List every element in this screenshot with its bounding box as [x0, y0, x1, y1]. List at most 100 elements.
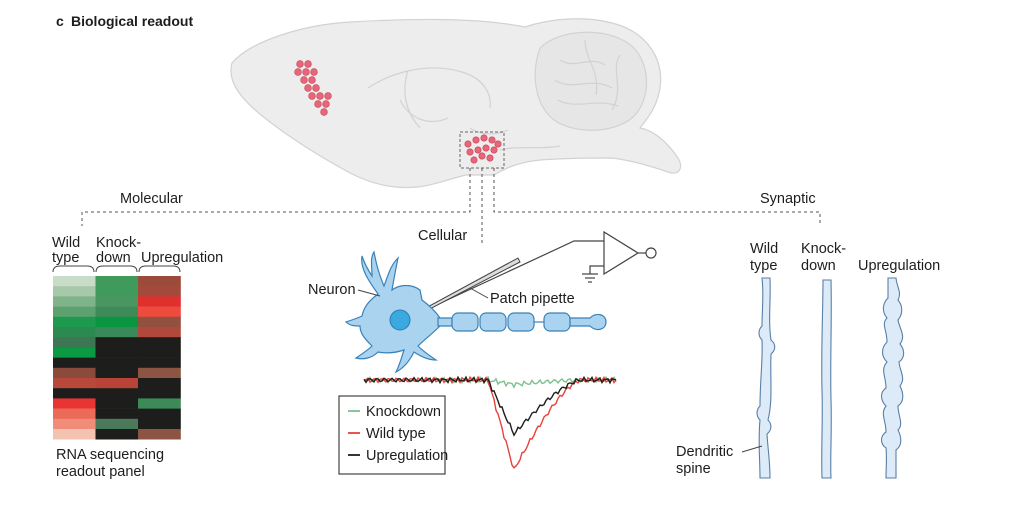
heatmap-cell [53, 378, 96, 389]
cerebellum-folia [554, 39, 621, 111]
heatmap-cell [138, 398, 181, 409]
cell-dot [482, 144, 490, 152]
cell-dot [304, 84, 312, 92]
neuron [344, 250, 607, 374]
cell-dot [490, 146, 498, 154]
connector-synaptic [493, 168, 821, 226]
heatmap-cell [53, 286, 96, 297]
connector-molecular [81, 168, 471, 226]
heatmap-cell [53, 306, 96, 318]
cell-dot [488, 136, 496, 144]
branch-label-molecular: Molecular [120, 191, 183, 207]
rna-seq-heatmap [53, 276, 181, 440]
neuron-nucleus [389, 309, 411, 331]
heatmap-cell [53, 388, 96, 399]
heatmap-cell [95, 398, 139, 409]
brainstem-line [469, 127, 561, 151]
synaptic-section: Wild type Knock- down Upregulation Dendr… [676, 241, 940, 479]
heatmap-cell [95, 347, 139, 358]
cell-dot [478, 152, 486, 160]
dendrite-knockdown [821, 279, 832, 479]
spine-label-line2: spine [676, 461, 711, 477]
cell-dot [314, 100, 322, 108]
cell-dot [466, 148, 474, 156]
cell-dot [480, 134, 488, 142]
cell-dot [300, 76, 308, 84]
heatmap-cell [53, 357, 96, 369]
neuron-dendrites [344, 250, 441, 374]
current-trace [363, 375, 617, 469]
heatmap-col-label-1b: type [52, 250, 79, 266]
heatmap-cell [95, 306, 139, 318]
bracket-wild-type [52, 265, 95, 273]
heatmap-cell [53, 337, 96, 348]
heatmap-col-label-2a: Knock- [96, 235, 141, 251]
heatmap-cell [138, 388, 181, 399]
heatmap-cell [53, 296, 96, 307]
dendrite-col-label-1b: type [750, 258, 777, 274]
cell-dot [494, 140, 502, 148]
axon-terminal [569, 313, 607, 331]
cell-dot [304, 60, 312, 68]
heatmap-cell [138, 357, 181, 369]
heatmap-cell [138, 418, 181, 430]
heatmap-cell [53, 347, 96, 358]
branch-label-cellular: Cellular [418, 228, 467, 244]
trace-legend-box [338, 395, 446, 475]
heatmap-cell [95, 429, 139, 440]
molecular-section: Wild type Knock- down Upregulation RNA s… [52, 235, 223, 480]
cell-dot [470, 156, 478, 164]
panel-title: Biological readout [71, 13, 193, 29]
cell-dot [486, 154, 494, 162]
cell-dot [316, 92, 324, 100]
heatmap-cell [138, 347, 181, 358]
panel-letter: c [56, 13, 64, 29]
dendrite-upregulation [880, 277, 905, 479]
heatmap-cell [95, 276, 139, 287]
legend-label: Wild type [366, 426, 426, 442]
dendrite-col-label-2a: Knock- [801, 241, 846, 257]
heatmap-cell [138, 316, 181, 328]
heatmap-cell [95, 327, 139, 338]
heatmap-cell [53, 316, 96, 328]
amplifier-icon [429, 230, 657, 309]
neuron-leader-line [357, 289, 381, 297]
cell-dot [312, 84, 320, 92]
cell-dot [308, 76, 316, 84]
cell-dot [464, 140, 472, 148]
heatmap-cell [95, 388, 139, 399]
myelin-segment [451, 312, 479, 332]
myelin-segment [507, 312, 535, 332]
dendrite-col-label-3: Upregulation [858, 258, 940, 274]
spine-leader-line [741, 445, 763, 453]
brain-illustration [230, 18, 682, 189]
heatmap-col-label-2b: down [96, 250, 131, 266]
heatmap-cell [138, 429, 181, 440]
heatmap-col-label-3: Upregulation [141, 250, 223, 266]
cerebellum [534, 31, 648, 131]
neuron-label: Neuron [308, 282, 356, 298]
heatmap-col-label-1a: Wild [52, 235, 80, 251]
heatmap-caption-line2: readout panel [56, 464, 145, 480]
heatmap-cell [95, 357, 139, 369]
myelin-segment [543, 312, 571, 332]
hippocampus [367, 67, 491, 109]
dendrite-wild-type [756, 277, 776, 479]
current-traces [363, 375, 617, 469]
heatmap-cell [95, 418, 139, 430]
heatmap-cell [138, 337, 181, 348]
branch-label-synaptic: Synaptic [760, 191, 816, 207]
heatmap-cell [53, 367, 96, 379]
heatmap-cell [53, 418, 96, 430]
branch-connectors [81, 168, 821, 246]
heatmap-cell [53, 408, 96, 420]
heatmap-cell [138, 378, 181, 389]
legend-label: Knockdown [366, 404, 441, 420]
heatmap-cell [95, 316, 139, 328]
heatmap-cell [95, 367, 139, 379]
heatmap-cell [138, 367, 181, 379]
